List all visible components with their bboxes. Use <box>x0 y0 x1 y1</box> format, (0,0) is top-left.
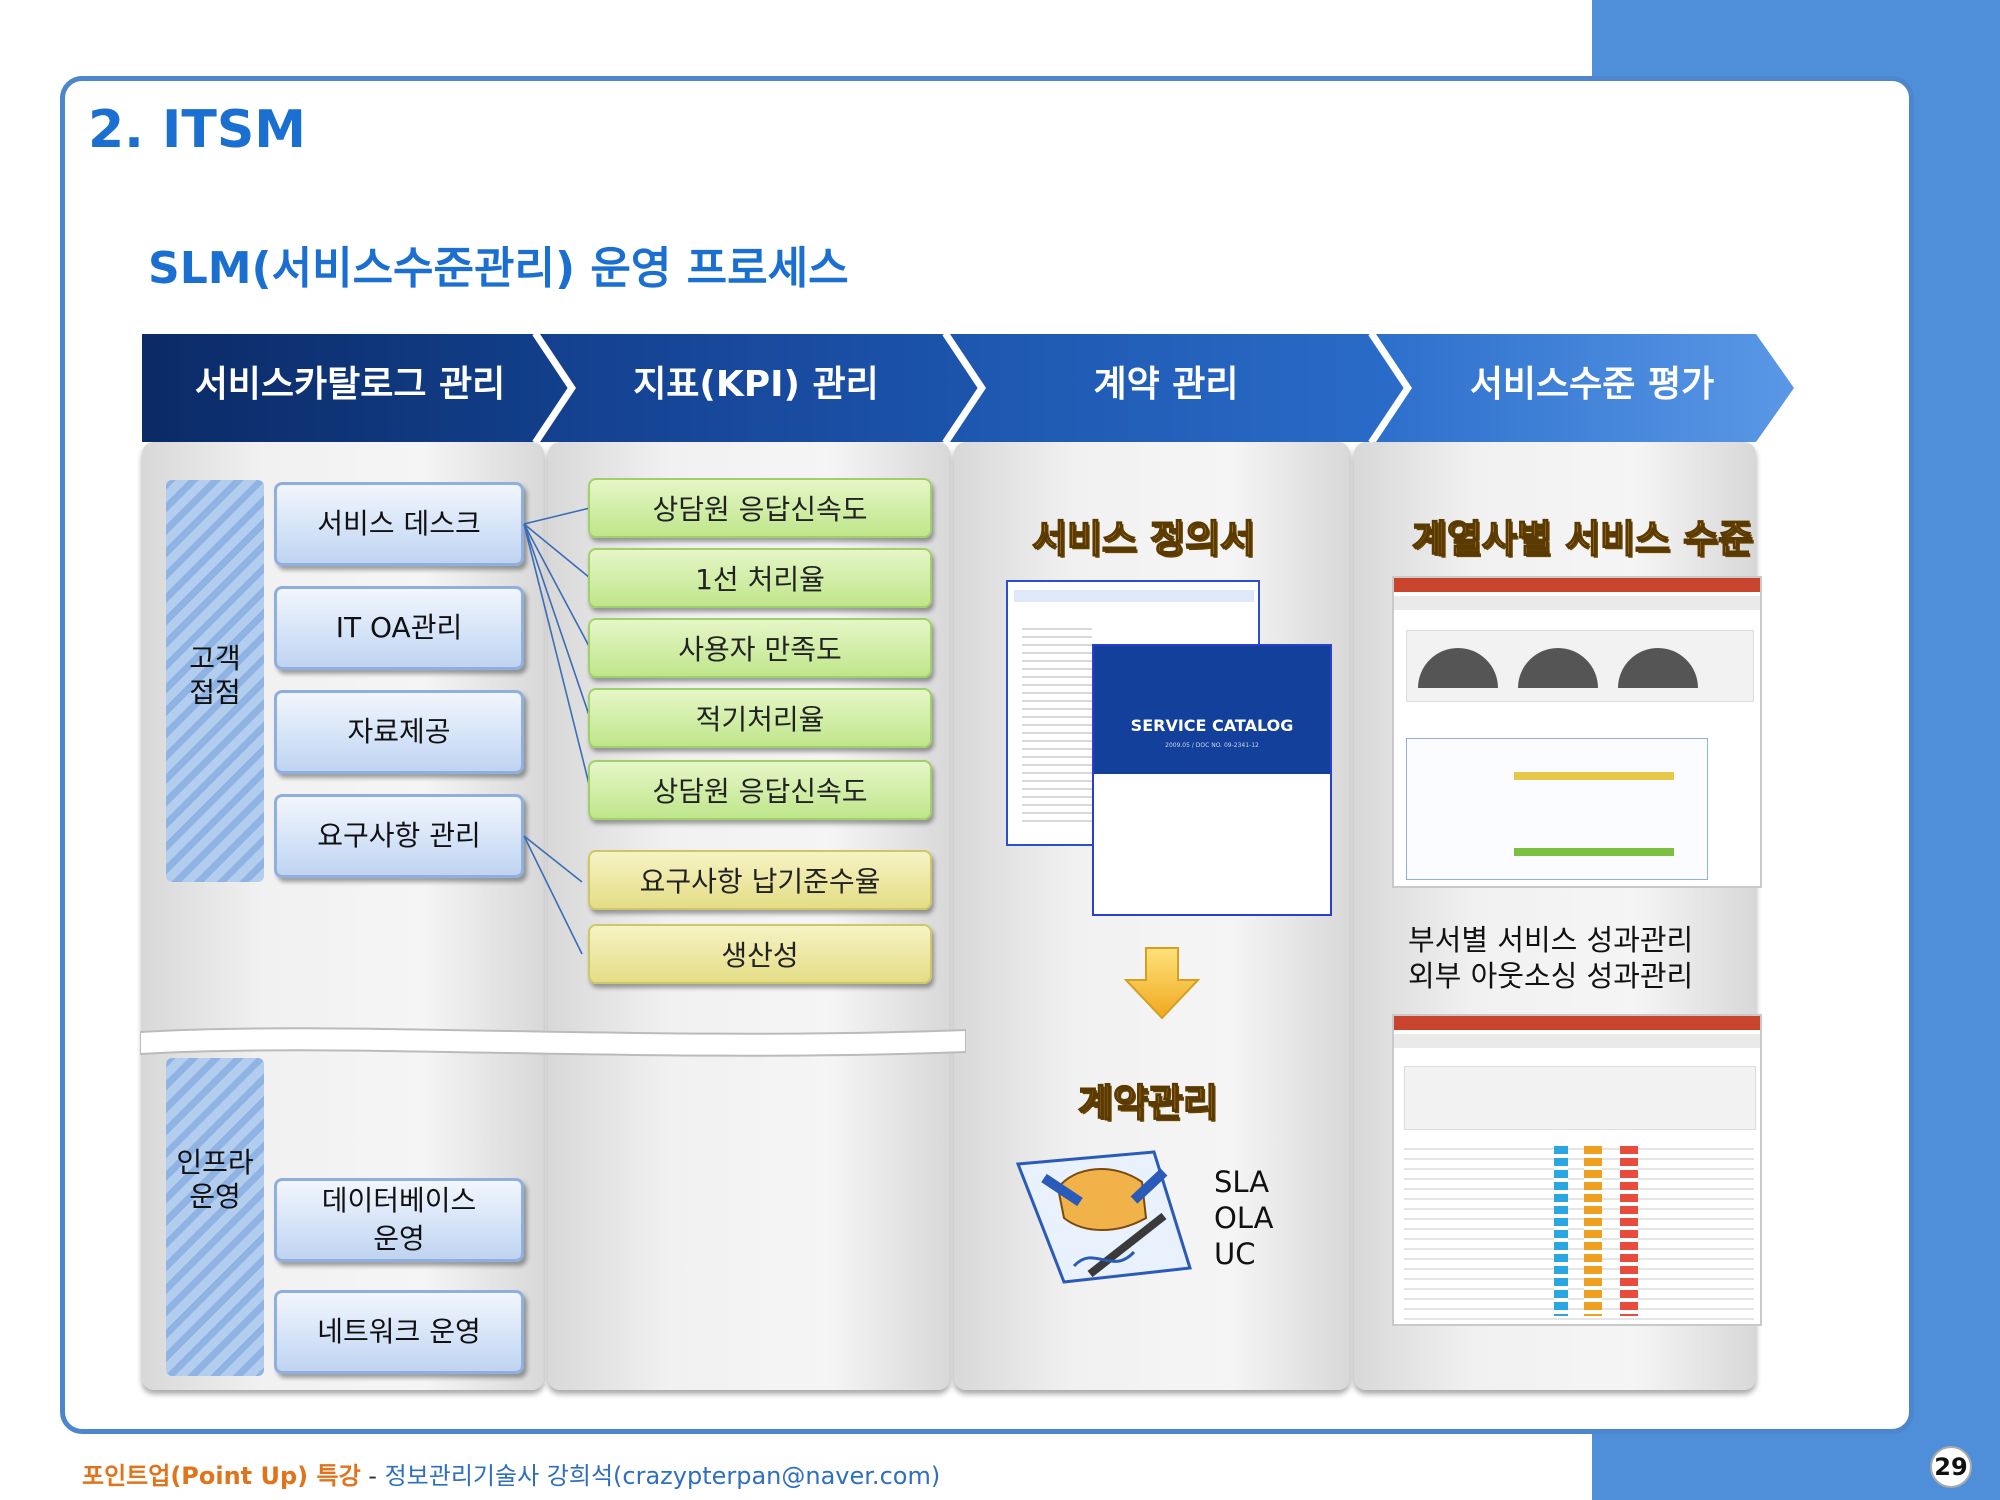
page-number: 29 <box>1930 1446 1972 1488</box>
footer-band <box>0 1440 1592 1500</box>
down-arrow-icon <box>1124 947 1200 1020</box>
service-box-requirements: 요구사항 관리 <box>274 794 524 878</box>
agreement-sla: SLA <box>1214 1165 1270 1199</box>
break-wave <box>140 1027 966 1057</box>
slide-subtitle: SLM(서비스수준관리) 운영 프로세스 <box>148 243 849 294</box>
service-catalog-document: SERVICE CATALOG 2009.05 / DOC NO. 09-234… <box>1092 644 1332 916</box>
perf-line-2: 외부 아웃소싱 성과관리 <box>1408 959 1694 993</box>
footer-author: 정보관리기술사 강희석(crazypterpan@naver.com) <box>384 1462 941 1490</box>
step-label-4: 서비스수준 평가 <box>1469 364 1715 405</box>
service-box-desk: 서비스 데스크 <box>274 482 524 566</box>
service-box-it-oa: IT OA관리 <box>274 586 524 670</box>
footer-brand: 포인트업(Point Up) 특강 <box>82 1462 361 1490</box>
catalog-doc-no: 2009.05 / DOC NO. 09-2341-12 <box>1165 742 1259 749</box>
definition-title: 서비스 정의서 <box>1031 516 1256 562</box>
footer-separator: - <box>360 1462 385 1490</box>
service-box-database: 데이터베이스 운영 <box>274 1178 524 1262</box>
service-box-network: 네트워크 운영 <box>274 1290 524 1374</box>
dashboard-screenshot-2 <box>1392 1014 1762 1326</box>
dashboard-screenshot-1 <box>1392 576 1762 888</box>
process-chevron-bar <box>142 332 1794 444</box>
catalog-label: SERVICE CATALOG <box>1130 716 1294 735</box>
agreement-ola: OLA <box>1214 1201 1274 1235</box>
footer: 포인트업(Point Up) 특강 - 정보관리기술사 강희석(crazypte… <box>82 1456 940 1491</box>
group-customer-band <box>166 480 264 882</box>
kpi-box-5: 상담원 응답신속도 <box>588 760 932 820</box>
kpi-box-1: 상담원 응답신속도 <box>588 478 932 538</box>
evaluation-title: 계열사별 서비스 수준 <box>1411 516 1754 562</box>
group-infra-label: 인프라 운영 <box>176 1146 254 1213</box>
kpi-box-3: 사용자 만족도 <box>588 618 932 678</box>
connector-lines <box>523 507 591 955</box>
step-chevron-1 <box>142 334 570 442</box>
kpi-box-7: 생산성 <box>588 924 932 984</box>
step-chevron-3 <box>950 334 1406 442</box>
step-chevron-2 <box>540 334 980 442</box>
group-customer-label: 고객 접점 <box>189 642 241 709</box>
step-chevron-4 <box>1376 334 1794 442</box>
service-box-data: 자료제공 <box>274 690 524 774</box>
contract-title: 계약관리 <box>1077 1080 1218 1126</box>
step-label-3: 계약 관리 <box>1093 364 1239 405</box>
group-infra-band <box>166 1058 264 1376</box>
step-label-1: 서비스카탈로그 관리 <box>194 364 506 405</box>
slide-title: 2. ITSM <box>88 100 307 160</box>
step-label-2: 지표(KPI) 관리 <box>633 364 879 405</box>
kpi-box-2: 1선 처리율 <box>588 548 932 608</box>
handshake-contract-icon <box>1015 1150 1192 1284</box>
agreement-uc: UC <box>1214 1237 1256 1271</box>
kpi-box-6: 요구사항 납기준수율 <box>588 850 932 910</box>
kpi-box-4: 적기처리율 <box>588 688 932 748</box>
perf-line-1: 부서별 서비스 성과관리 <box>1408 923 1694 957</box>
